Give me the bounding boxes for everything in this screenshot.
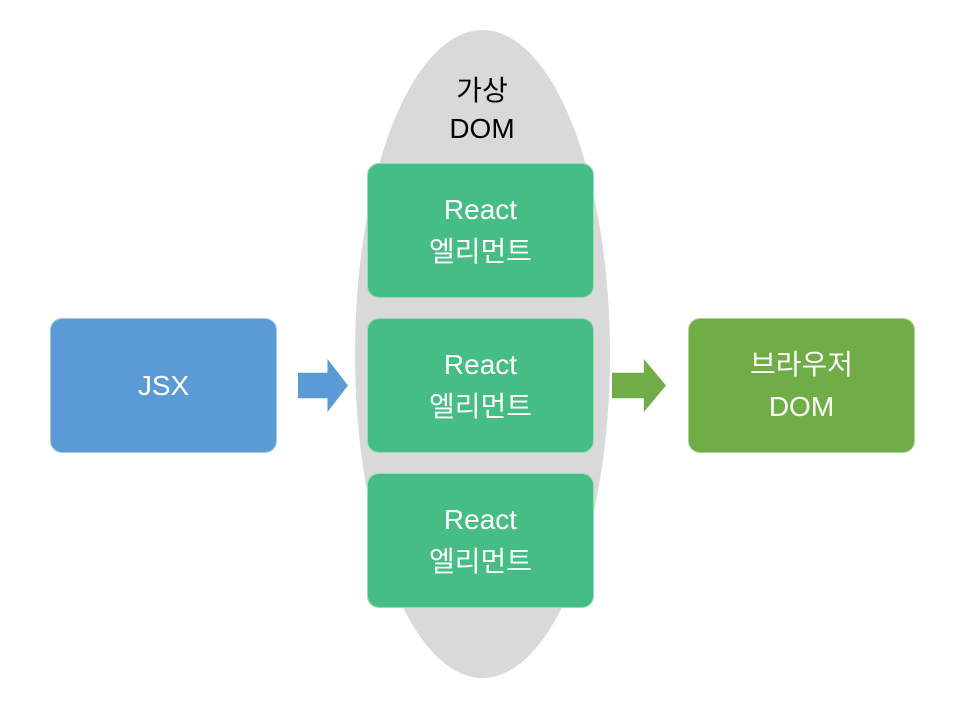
browser-dom-label-line1: 브라우저 [749,348,854,380]
react-element-box: React 엘리먼트 [367,163,594,298]
react-element-box: React 엘리먼트 [367,473,594,608]
react-element-label-line2: 엘리먼트 [428,235,533,267]
jsx-box-label: JSX [137,369,190,401]
browser-dom-label-line2: DOM [768,390,835,422]
react-element-label-line2: 엘리먼트 [428,545,533,577]
virtual-dom-to-browser-dom-arrow-icon [612,359,666,412]
browser-dom-box: 브라우저 DOM [688,318,915,453]
jsx-box: JSX [50,318,277,453]
react-element-box: React 엘리먼트 [367,318,594,453]
react-element-label-line1: React [443,503,518,535]
react-element-label-line1: React [443,193,518,225]
virtual-dom-label-line1: 가상 [456,75,508,106]
react-element-label-line1: React [443,348,518,380]
virtual-dom-label-line2: DOM [449,112,515,144]
react-element-label-line2: 엘리먼트 [428,390,533,422]
jsx-to-virtual-dom-arrow-icon [298,359,348,412]
virtual-dom-label: 가상 DOM [382,72,582,148]
